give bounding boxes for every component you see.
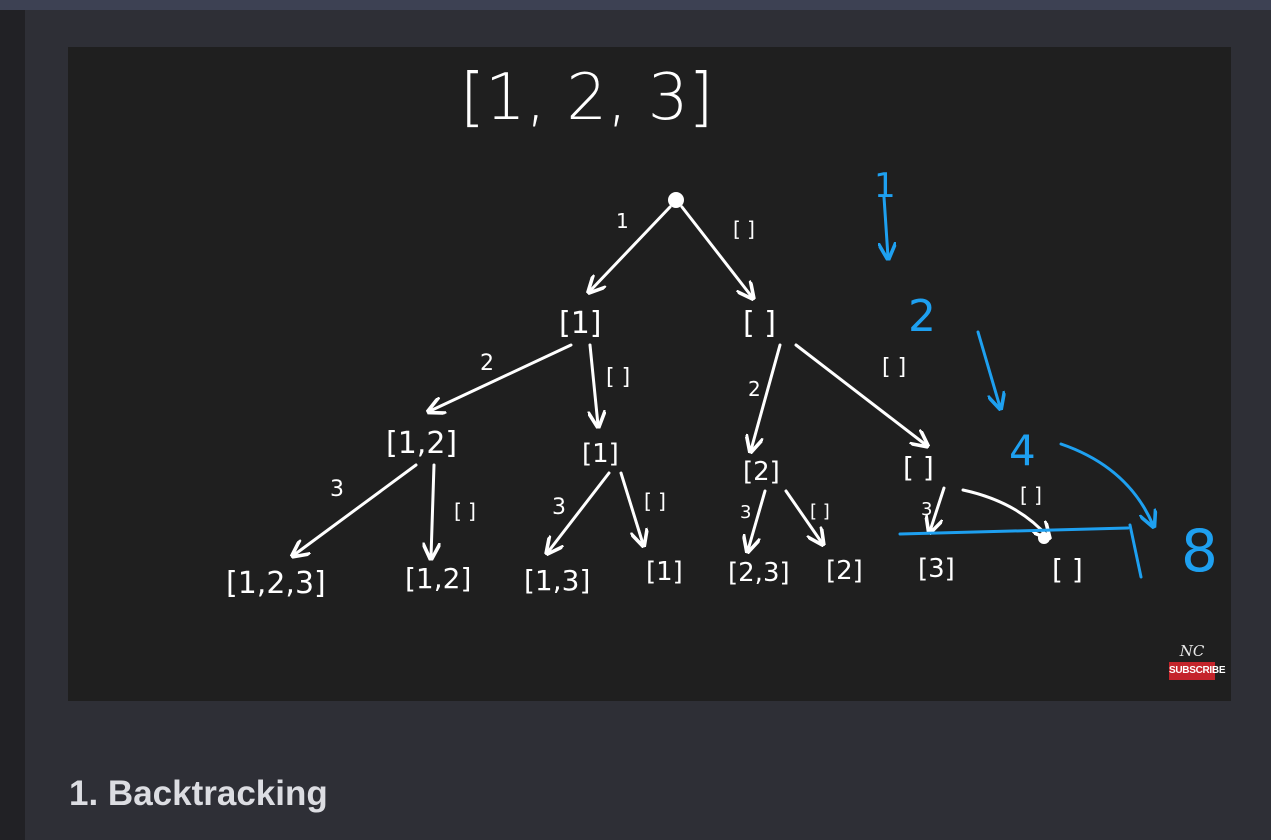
blue-annotations [884,195,1153,579]
count-label: 8 [1181,517,1218,585]
edge-label: [ ] [454,499,476,523]
leaf-node: [2,3] [728,558,790,588]
edge-label: 3 [740,502,751,523]
edge-label: [ ] [606,365,630,390]
edge-label: 3 [330,477,344,502]
leaf-node: [1] [646,557,683,587]
subscribe-button[interactable]: SUBSCRIBE [1169,662,1226,680]
top-nav-bar [0,0,1271,10]
input-array-label: [1, 2, 3] [460,61,713,135]
channel-logo-icon: NC [1179,642,1205,660]
leaf-node: [2] [826,556,863,586]
count-label: 4 [1009,426,1036,475]
edge-label: [ ] [882,355,906,380]
root-node [668,192,684,208]
leaf-node: [1,2] [405,562,471,595]
edge-label: 1 [616,209,629,233]
channel-watermark[interactable]: NC SUBSCRIBE [1168,642,1226,684]
edge-label: 2 [748,377,761,401]
section-heading: 1. Backtracking [69,774,328,813]
tree-node: [ ] [743,306,776,341]
edge-label: [ ] [1020,483,1042,507]
left-sidebar [0,10,25,840]
count-label: 1 [874,166,896,206]
leaf-node: [1,3] [524,564,590,597]
leaf-node: [ ] [1052,553,1083,586]
leaf-node: [1,2,3] [226,566,326,601]
video-player[interactable]: [1, 2, 3] 1 [ ] 2 [ ] 2 [ ] 3 [ ] [68,47,1231,701]
tree-node: [1,2] [386,426,457,461]
edge-label: 3 [921,499,932,520]
tree-edges [294,205,1048,557]
edge-label: [ ] [644,489,666,513]
tree-node: [2] [743,457,780,487]
tree-node: [1] [582,439,619,469]
edge-label: [ ] [810,501,830,522]
edge-label: 3 [552,495,566,520]
edge-label: [ ] [733,217,755,241]
edge-label: 2 [480,351,494,376]
tree-node: [1] [559,306,602,341]
cursor-dot [1038,532,1050,544]
whiteboard-drawing: [1, 2, 3] 1 [ ] 2 [ ] 2 [ ] 3 [ ] [226,61,1218,601]
count-label: 2 [908,291,936,342]
tree-node: [ ] [903,451,934,484]
leaf-node: [3] [918,554,955,584]
